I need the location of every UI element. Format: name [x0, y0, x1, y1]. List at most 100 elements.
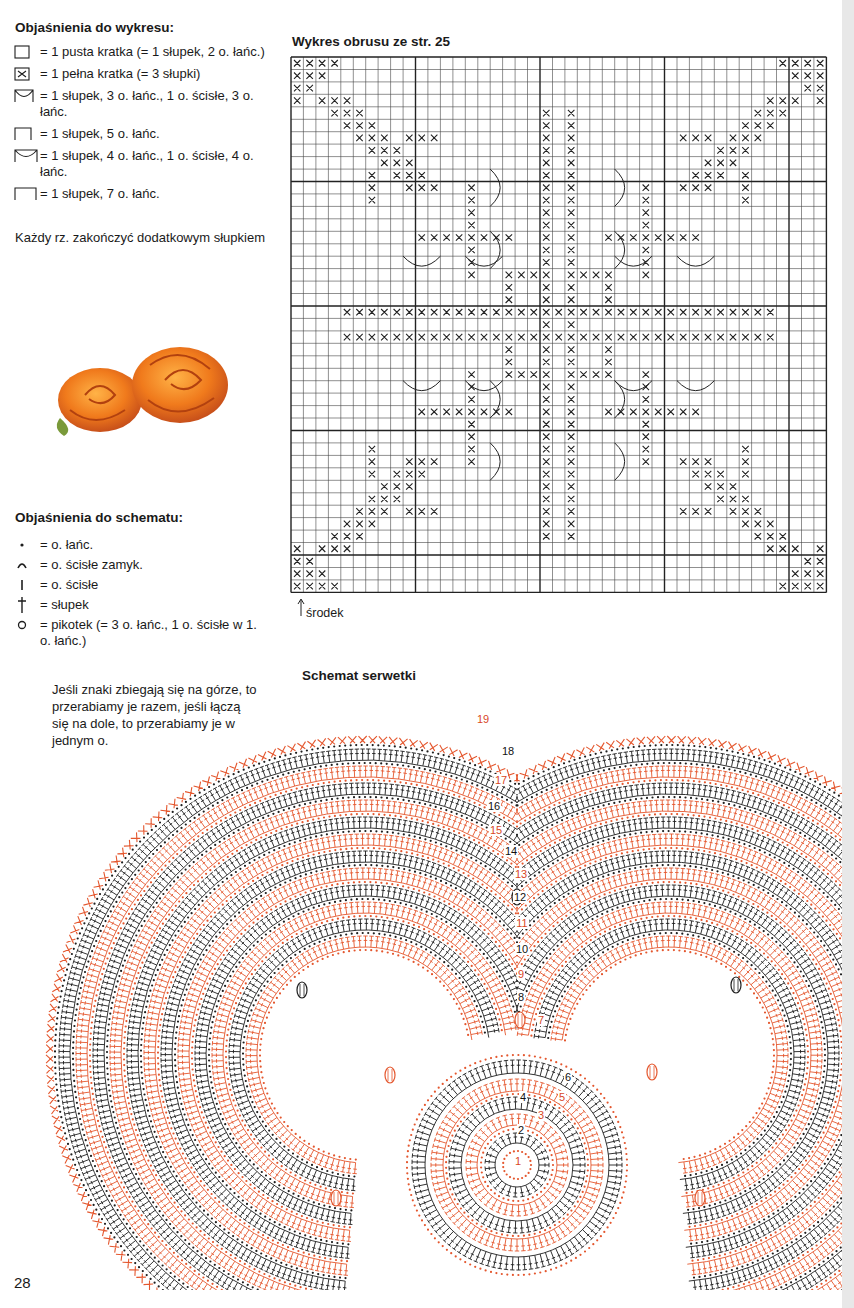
- rose-petals: [70, 355, 214, 420]
- legend-symbol: [22, 580, 23, 590]
- shell-symbol: [300, 984, 304, 996]
- single-crochet-symbol: [21, 580, 23, 590]
- stitch-round: [399, 783, 854, 1308]
- rose-picture: [57, 347, 228, 436]
- chain-round: [446, 1094, 588, 1236]
- center-arrow: [298, 599, 304, 616]
- doily-center: [407, 1055, 627, 1275]
- chain-round: [380, 763, 854, 1308]
- legend-symbol: [15, 188, 36, 200]
- chain-round: [447, 831, 854, 1278]
- stitch-round: [416, 800, 854, 1308]
- chain-round: [209, 899, 519, 1210]
- stitch-round: [450, 834, 854, 1275]
- chain-round: [124, 814, 603, 1295]
- legend-entry: = 1 pusta kratka (= 1 słupek, 2 o. łańc.…: [40, 44, 280, 60]
- legend-symbol: [18, 564, 26, 568]
- shell-symbol: [334, 1192, 338, 1204]
- arc-cell-symbol: [15, 150, 37, 162]
- round-number: 2: [517, 1124, 525, 1136]
- legend-entry: = pikotek (= 3 o. łańc., 1 o. ścisłe w 1…: [40, 617, 265, 649]
- round-number: 3: [537, 1109, 545, 1121]
- chain-round: [430, 814, 854, 1295]
- round-base: [477, 1125, 557, 1205]
- stitch-round: [485, 1133, 549, 1197]
- bar-cell-symbol: [15, 188, 36, 200]
- shell-symbol: [698, 1192, 702, 1204]
- legend-entry: = 1 pełna kratka (= 3 słupki): [40, 66, 280, 82]
- chain-round: [503, 1151, 531, 1179]
- legend-symbol: [15, 46, 29, 58]
- round-number: 18: [501, 745, 515, 757]
- page-gutter: [842, 0, 854, 1308]
- chain-round: [260, 950, 468, 1160]
- shell-symbol: [734, 979, 738, 991]
- legend-symbol: [15, 150, 37, 162]
- stitch-round: [534, 919, 805, 1190]
- legend-entry: = o. ścisłe zamyk.: [40, 557, 265, 573]
- round-number: 4: [519, 1091, 527, 1103]
- shell-symbol: [331, 1190, 341, 1206]
- legend-symbol: [19, 622, 26, 629]
- shell-symbol: [650, 1066, 654, 1078]
- chain-round: [407, 1055, 627, 1275]
- round-base: [495, 1143, 539, 1187]
- legend-entry: = o. ścisłe: [40, 577, 265, 593]
- shell-symbol: [388, 1069, 392, 1081]
- page-number: 28: [14, 1274, 31, 1292]
- picot-symbol: [19, 622, 26, 629]
- round-number: 8: [517, 991, 525, 1003]
- stitch-round: [76, 766, 651, 1308]
- filled-cell-symbol: [18, 71, 26, 77]
- shell-symbol: [297, 982, 307, 998]
- stitch-round: [383, 766, 854, 1308]
- legend-symbol: [18, 597, 26, 613]
- stitch-round: [484, 868, 854, 1241]
- round-number: 13: [514, 868, 528, 880]
- stitch-round: [433, 817, 854, 1292]
- chart-title: Wykres obrusu ze str. 25: [292, 34, 450, 50]
- legend-heading: Objaśnienia do schematu:: [15, 510, 183, 526]
- stitch-round: [412, 1060, 622, 1270]
- empty-cell-symbol: [15, 46, 29, 58]
- stitch-round: [93, 783, 634, 1308]
- round-number: 11: [515, 917, 528, 929]
- chain-round: [362, 745, 854, 1308]
- filled-cell-marks: [294, 60, 823, 589]
- shell-symbol: [695, 1190, 705, 1206]
- legend-entry: = 1 słupek, 3 o. łańc., 1 o. ścisłe, 3 o…: [40, 88, 280, 120]
- chain-round: [481, 1129, 553, 1201]
- round-number: 9: [517, 968, 525, 980]
- round-number: 19: [476, 713, 490, 725]
- chain-round: [55, 745, 671, 1308]
- leaf: [57, 418, 68, 436]
- chain-round: [397, 780, 854, 1308]
- stitch-round: [466, 1114, 568, 1216]
- round-number: 14: [504, 845, 518, 857]
- chain-symbol: [20, 543, 23, 546]
- chain-round: [243, 933, 485, 1177]
- stitch-round: [449, 1097, 585, 1233]
- legend-entry: = 1 słupek, 7 o. łańc.: [40, 186, 280, 202]
- note: Jeśli znaki zbiegają się na górze, to pr…: [52, 681, 257, 749]
- stitch-round: [59, 749, 668, 1308]
- legend-symbol: [15, 90, 33, 102]
- stitch-round: [110, 800, 617, 1308]
- round-base: [443, 1091, 591, 1239]
- stitch-round: [500, 885, 839, 1224]
- bar-cell-symbol: [15, 128, 31, 140]
- chain-round: [531, 916, 808, 1193]
- chain-arc-marks: [403, 169, 714, 480]
- chain-round: [481, 865, 854, 1244]
- legend-symbol: [15, 128, 31, 140]
- round-number: 12: [513, 891, 527, 903]
- shell-symbol: [518, 1014, 522, 1026]
- stitch-round: [178, 868, 550, 1242]
- chain-round: [226, 916, 502, 1194]
- round-number: 10: [515, 943, 529, 955]
- round-number: 17: [494, 774, 508, 786]
- slip-stitch-symbol: [18, 564, 26, 568]
- chart-grid-major: [291, 57, 826, 592]
- legend-entry: = 1 słupek, 4 o. łańc., 1 o. ścisłe, 4 o…: [40, 148, 280, 180]
